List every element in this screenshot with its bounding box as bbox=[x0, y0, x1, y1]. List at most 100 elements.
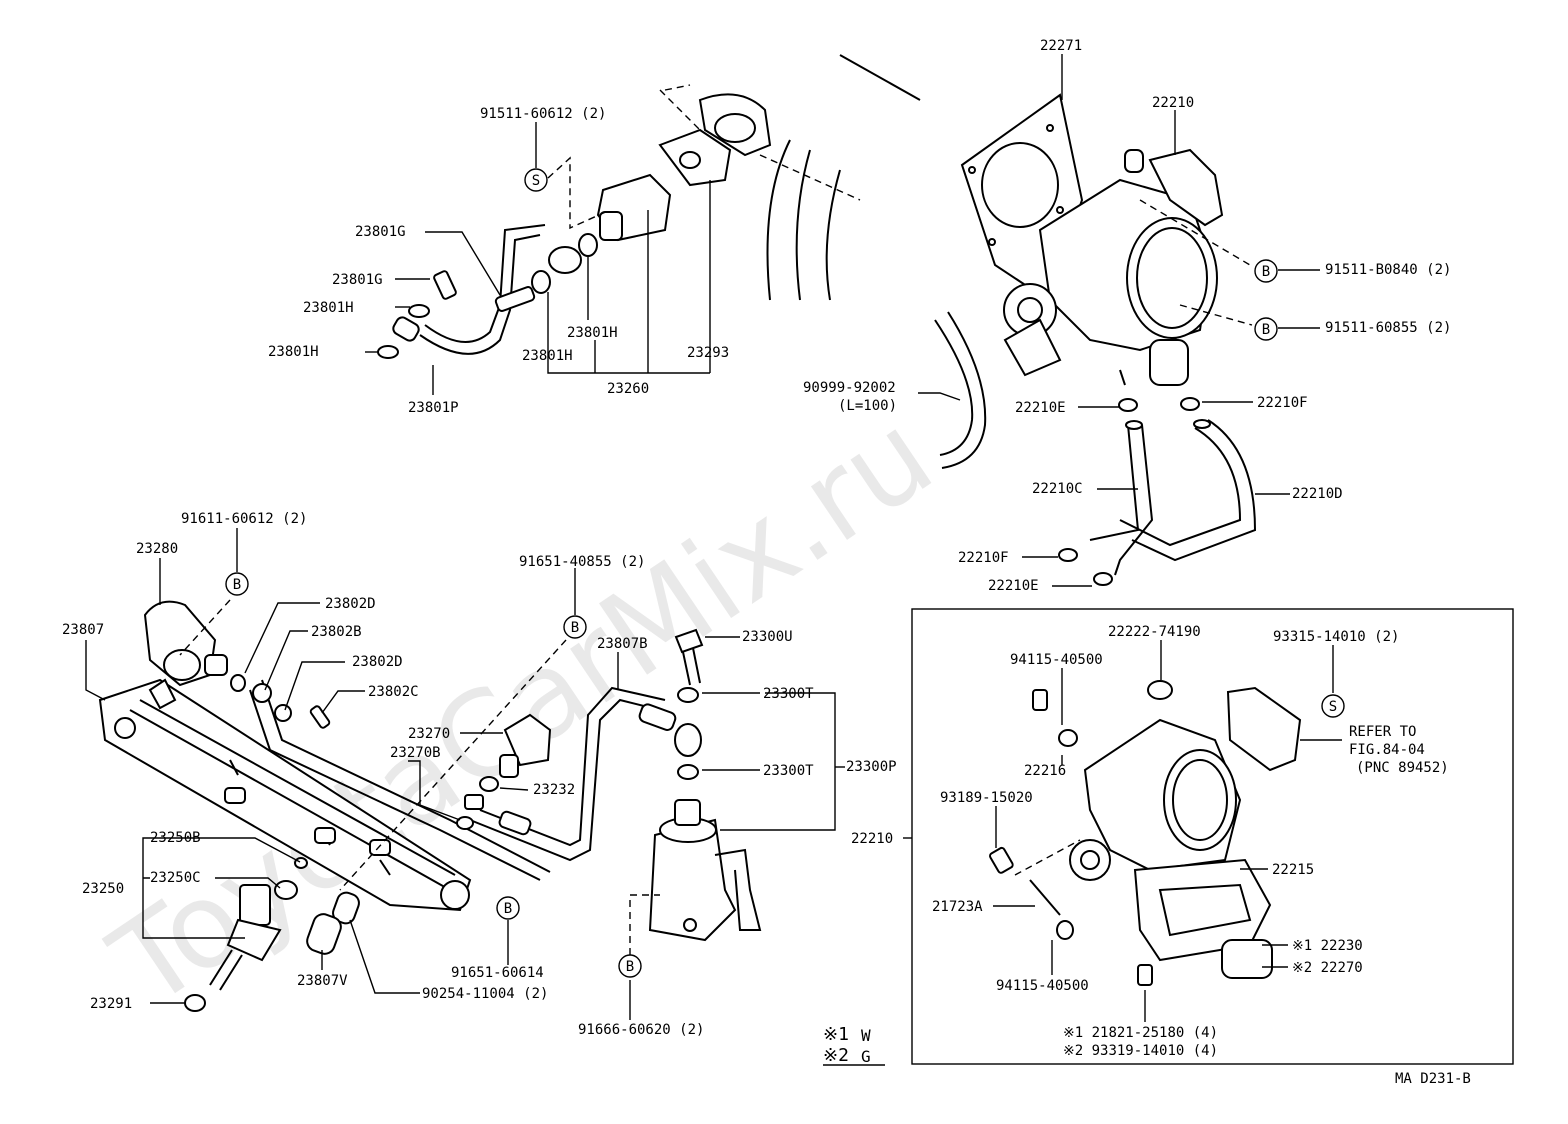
part-label-p23300t-a: 23300T bbox=[763, 686, 814, 702]
circle-mark-b3: B bbox=[1254, 317, 1278, 341]
circle-mark-letter: S bbox=[1329, 699, 1337, 715]
legend-code-1: W bbox=[861, 1026, 871, 1045]
part-label-p23802d-b: 23802D bbox=[352, 654, 403, 670]
circle-mark-b5: B bbox=[496, 896, 520, 920]
part-label-p91651-40855: 91651-40855 (2) bbox=[519, 554, 645, 570]
part-label-p23801h-c: 23801H bbox=[567, 325, 618, 341]
part-label-p93319: ※2 93319-14010 (4) bbox=[1063, 1043, 1218, 1059]
circle-mark-ring bbox=[618, 954, 642, 978]
part-label-p22210-top: 22210 bbox=[1152, 95, 1194, 111]
part-label-p23250c: 23250C bbox=[150, 870, 201, 886]
legend-mark-2: ※2 bbox=[823, 1045, 849, 1066]
part-label-p22270: ※2 22270 bbox=[1292, 960, 1363, 976]
part-label-p91611-60612: 91611-60612 (2) bbox=[181, 511, 307, 527]
part-label-p23801g-b: 23801G bbox=[332, 272, 383, 288]
part-label-p21723a: 21723A bbox=[932, 899, 983, 915]
circle-mark-b2: B bbox=[1254, 259, 1278, 283]
throttle-body-detail bbox=[989, 680, 1302, 986]
part-label-p23807: 23807 bbox=[62, 622, 104, 638]
circle-mark-b4: B bbox=[563, 615, 587, 639]
part-label-p22210-box: 22210 bbox=[851, 831, 893, 847]
part-label-p23801h-b: 23801H bbox=[268, 344, 319, 360]
circle-marks: S S B B B B B B bbox=[225, 168, 1345, 978]
return-hose bbox=[249, 679, 551, 881]
part-label-p23250b: 23250B bbox=[150, 830, 201, 846]
circle-mark-letter: B bbox=[626, 959, 634, 975]
guide-b2 bbox=[339, 639, 567, 891]
part-label-p23807v: 23807V bbox=[297, 973, 348, 989]
pipe-23801p bbox=[377, 224, 598, 359]
part-label-p23801h-d: 23801H bbox=[522, 348, 573, 364]
part-drawings bbox=[98, 54, 1302, 1012]
part-label-p23802c: 23802C bbox=[368, 684, 419, 700]
circle-mark-ring bbox=[496, 896, 520, 920]
part-label-p23300u: 23300U bbox=[742, 629, 793, 645]
part-label-p93315: 93315-14010 (2) bbox=[1273, 629, 1399, 645]
part-label-p22216: 22216 bbox=[1024, 763, 1066, 779]
part-label-p23802b: 23802B bbox=[311, 624, 362, 640]
fuel-rail-23807 bbox=[98, 678, 472, 912]
part-label-p23802d-a: 23802D bbox=[325, 596, 376, 612]
part-label-p22230: ※1 22230 bbox=[1292, 938, 1363, 954]
circle-mark-ring bbox=[524, 168, 548, 192]
part-label-p23300p: 23300P bbox=[846, 759, 897, 775]
part-label-p22215: 22215 bbox=[1272, 862, 1314, 878]
part-label-p23250: 23250 bbox=[82, 881, 124, 897]
circle-mark-letter: B bbox=[504, 901, 512, 917]
circle-mark-letter: S bbox=[532, 173, 540, 189]
legend-code-2: G bbox=[861, 1047, 871, 1066]
part-label-p22210f-top: 22210F bbox=[1257, 395, 1308, 411]
part-label-p23280: 23280 bbox=[136, 541, 178, 557]
circle-mark-s2: S bbox=[1321, 694, 1345, 718]
circle-mark-ring bbox=[563, 615, 587, 639]
legend-mark-1: ※1 bbox=[823, 1024, 849, 1045]
part-label-p23232: 23232 bbox=[533, 782, 575, 798]
part-label-p93189: 93189-15020 bbox=[940, 790, 1033, 806]
circle-mark-letter: B bbox=[571, 620, 579, 636]
part-label-p91511-60612: 91511-60612 (2) bbox=[480, 106, 606, 122]
part-label-p22210e-bot: 22210E bbox=[988, 578, 1039, 594]
part-label-p22210e-top: 22210E bbox=[1015, 400, 1066, 416]
circle-mark-s1: S bbox=[524, 168, 548, 192]
part-label-refer-1: REFER TO bbox=[1349, 724, 1416, 740]
part-label-refer-3: (PNC 89452) bbox=[1356, 760, 1449, 776]
part-label-p91666: 91666-60620 (2) bbox=[578, 1022, 704, 1038]
part-label-p90999-len: (L=100) bbox=[838, 398, 897, 414]
part-label-p22210f-bot: 22210F bbox=[958, 550, 1009, 566]
pressure-regulator-23280 bbox=[143, 600, 228, 687]
part-label-p23801p: 23801P bbox=[408, 400, 459, 416]
circle-mark-b1: B bbox=[225, 572, 249, 596]
legend: ※1 W ※2 G bbox=[823, 1024, 871, 1066]
hoses-22210c-22210d bbox=[1058, 397, 1257, 586]
hose-90999 bbox=[934, 311, 987, 469]
part-label-p23291: 23291 bbox=[90, 996, 132, 1012]
part-label-p90254: 90254-11004 (2) bbox=[422, 986, 548, 1002]
sensor-23270 bbox=[479, 713, 552, 792]
part-label-p90999: 90999-92002 bbox=[803, 380, 896, 396]
part-label-p22271: 22271 bbox=[1040, 38, 1082, 54]
damper-23300p bbox=[648, 799, 762, 942]
part-label-p23270b: 23270B bbox=[390, 745, 441, 761]
part-label-refer-2: FIG.84-04 bbox=[1349, 742, 1425, 758]
part-label-p22222: 22222-74190 bbox=[1108, 624, 1201, 640]
part-label-p23801g-a: 23801G bbox=[355, 224, 406, 240]
circle-mark-letter: B bbox=[233, 577, 241, 593]
circle-mark-letter: B bbox=[1262, 264, 1270, 280]
circle-mark-letter: B bbox=[1262, 322, 1270, 338]
part-label-p23807b: 23807B bbox=[597, 636, 648, 652]
part-label-p23293: 23293 bbox=[687, 345, 729, 361]
watermark: ToyotaCarMix.ru bbox=[88, 386, 956, 1034]
guide-b3 bbox=[629, 894, 660, 955]
fuel-line-23807b bbox=[456, 686, 702, 862]
throttle-body-assembly bbox=[960, 93, 1253, 386]
circle-mark-ring bbox=[225, 572, 249, 596]
part-label-p23260: 23260 bbox=[607, 381, 649, 397]
circle-mark-ring bbox=[1254, 317, 1278, 341]
part-label-p22210d: 22210D bbox=[1292, 486, 1343, 502]
idle-air-control-valve bbox=[596, 54, 921, 301]
diagram-code: MA D231-B bbox=[1395, 1071, 1471, 1087]
union-bolt-23300u bbox=[674, 628, 704, 780]
circle-mark-ring bbox=[1321, 694, 1345, 718]
